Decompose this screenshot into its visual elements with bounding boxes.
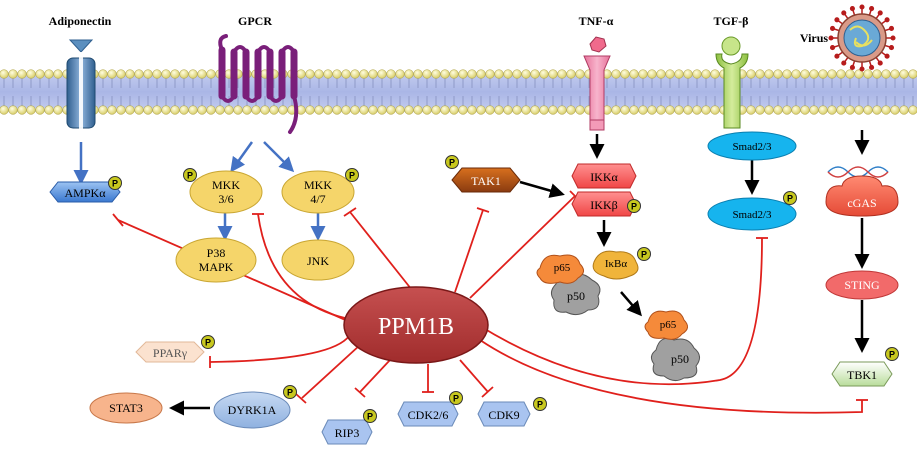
ikba-label: IκBα bbox=[605, 258, 628, 270]
activation-arrows bbox=[73, 130, 870, 416]
ppm1b-node: PPM1B bbox=[343, 286, 489, 364]
p65-label: p65 bbox=[554, 262, 571, 274]
tbk1-label: TBK1 bbox=[847, 368, 877, 382]
nfkb-ikba-complex: p65 IκBα p50 bbox=[536, 250, 639, 316]
smad23-bottom-label: Smad2/3 bbox=[732, 209, 772, 221]
mkk36-label-line1: MKK bbox=[212, 178, 240, 192]
cdk9-node: CDK9 bbox=[477, 401, 531, 427]
p38-label-line2: MAPK bbox=[199, 260, 234, 274]
nfkb-free-complex: p65 p50 bbox=[644, 310, 700, 382]
phospho-badge-cdk9: P bbox=[533, 397, 547, 411]
cell-membrane bbox=[0, 69, 917, 115]
p50-label: p50 bbox=[567, 289, 585, 303]
phospho-badge-ikba: P bbox=[637, 247, 651, 261]
stat3-node: STAT3 bbox=[89, 392, 163, 424]
ikk-complex-node: IKKα IKKβ bbox=[571, 163, 637, 217]
cdk26-node: CDK2/6 bbox=[397, 401, 459, 427]
p38-mapk-node: P38 MAPK bbox=[175, 237, 257, 283]
rip3-node: RIP3 bbox=[321, 419, 373, 445]
ikka-label: IKKα bbox=[590, 170, 618, 184]
adiponectin-label: Adiponectin bbox=[49, 14, 112, 28]
cgas-node: cGAS bbox=[825, 175, 899, 217]
tak1-node: TAK1 bbox=[451, 167, 521, 193]
adiponectin-receptor bbox=[66, 39, 96, 134]
phospho-badges: P P P P P P P P P P P P P bbox=[108, 155, 899, 423]
gpcr-label: GPCR bbox=[238, 14, 272, 28]
phospho-badge-mkk47: P bbox=[345, 168, 359, 182]
mkk36-label-line2: 3/6 bbox=[218, 192, 233, 206]
gpcr-receptor bbox=[218, 34, 299, 134]
phospho-badge-tak1: P bbox=[445, 155, 459, 169]
cdk26-label: CDK2/6 bbox=[408, 408, 449, 422]
virus-label: Virus bbox=[800, 31, 829, 45]
phospho-label: P bbox=[367, 412, 373, 422]
mkk47-node: MKK 4/7 bbox=[281, 170, 355, 214]
phospho-label: P bbox=[641, 250, 647, 260]
smad23-membrane-node: Smad2/3 bbox=[707, 131, 797, 161]
ikkb-label: IKKβ bbox=[590, 198, 617, 212]
ampk-node: AMPKα bbox=[49, 181, 121, 203]
phospho-badge-mkk36: P bbox=[183, 168, 197, 182]
phospho-label: P bbox=[787, 194, 793, 204]
p50-free-label: p50 bbox=[671, 352, 689, 366]
dna-helix-icon bbox=[827, 166, 889, 178]
tgf-receptor bbox=[715, 36, 749, 129]
tbk1-node: TBK1 bbox=[831, 361, 893, 387]
phospho-label: P bbox=[287, 388, 293, 398]
rip3-label: RIP3 bbox=[335, 426, 360, 440]
phospho-badge-smad: P bbox=[783, 191, 797, 205]
dyrk1a-label: DYRK1A bbox=[228, 403, 277, 417]
phospho-label: P bbox=[187, 171, 193, 181]
mkk36-node: MKK 3/6 bbox=[189, 170, 263, 214]
pparg-node: PPARγ bbox=[135, 341, 205, 363]
phospho-badge-ampk: P bbox=[108, 176, 122, 190]
smad23-top-label: Smad2/3 bbox=[732, 141, 772, 153]
ampk-label: AMPKα bbox=[65, 186, 107, 200]
phospho-label: P bbox=[537, 400, 543, 410]
phospho-badge-dyrk1a: P bbox=[283, 385, 297, 399]
phospho-badge-ikk: P bbox=[627, 199, 641, 213]
ppm1b-label: PPM1B bbox=[378, 314, 454, 340]
phospho-label: P bbox=[449, 158, 455, 168]
tnf-label: TNF-α bbox=[579, 14, 614, 28]
cgas-label: cGAS bbox=[847, 196, 876, 210]
cdk9-label: CDK9 bbox=[488, 408, 519, 422]
phospho-badge-rip3: P bbox=[363, 409, 377, 423]
mkk47-label-line1: MKK bbox=[304, 178, 332, 192]
phospho-label: P bbox=[889, 350, 895, 360]
jnk-node: JNK bbox=[281, 239, 355, 281]
phospho-label: P bbox=[349, 171, 355, 181]
tak1-label: TAK1 bbox=[471, 174, 501, 188]
phospho-label: P bbox=[631, 202, 637, 212]
p65-free-label: p65 bbox=[660, 319, 677, 331]
tnf-receptor bbox=[583, 36, 611, 131]
dyrk1a-node: DYRK1A bbox=[213, 391, 291, 429]
stat3-label: STAT3 bbox=[109, 401, 143, 415]
tgf-label: TGF-β bbox=[714, 14, 749, 28]
phospho-label: P bbox=[453, 394, 459, 404]
smad23-active-node: Smad2/3 bbox=[707, 197, 797, 231]
phospho-badge-cdk26: P bbox=[449, 391, 463, 405]
phospho-badge-pparg: P bbox=[201, 335, 215, 349]
virus-particle bbox=[828, 4, 896, 72]
jnk-label: JNK bbox=[307, 254, 329, 268]
sting-node: STING bbox=[825, 270, 899, 300]
pparg-label: PPARγ bbox=[153, 346, 188, 360]
sting-label: STING bbox=[844, 278, 880, 292]
mkk47-label-line2: 4/7 bbox=[310, 192, 325, 206]
phospho-label: P bbox=[205, 338, 211, 348]
p38-label-line1: P38 bbox=[207, 246, 226, 260]
phospho-badge-tbk1: P bbox=[885, 347, 899, 361]
phospho-label: P bbox=[112, 179, 118, 189]
